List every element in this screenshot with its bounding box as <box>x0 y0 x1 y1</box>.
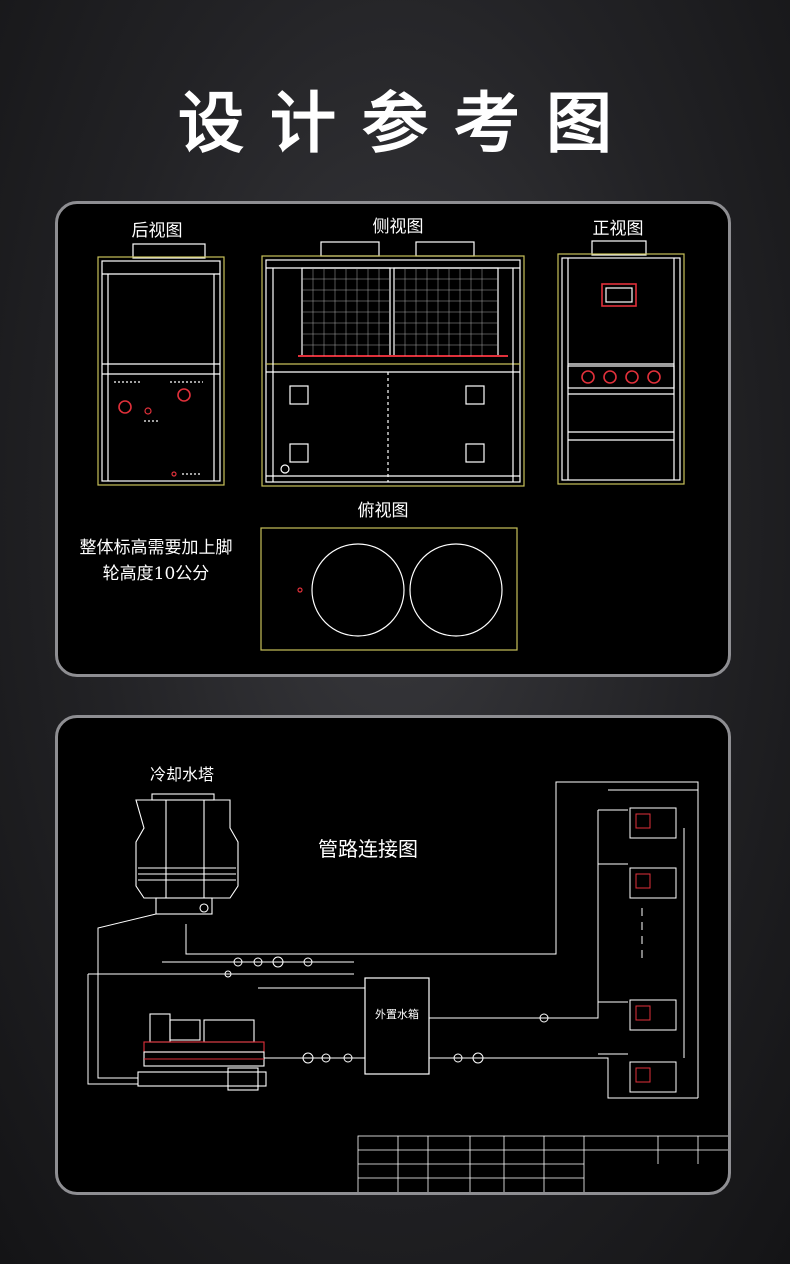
note-line1: 整体标高需要加上脚 <box>80 538 233 558</box>
fan-coil-units <box>629 807 677 1093</box>
rear-view-label: 后视图 <box>132 221 183 241</box>
front-view-drawing <box>557 240 685 485</box>
diagram-title: 管路连接图 <box>318 837 418 861</box>
piping-canvas: 冷却水塔 管路连接图 外置水箱 <box>87 765 728 1192</box>
top-view-drawing <box>260 527 518 651</box>
chiller-unit-drawing <box>137 1013 267 1091</box>
drawings-panel: 后视图 侧视图 正视图 俯视图 整体标高需要加上脚 轮高度10公分 <box>55 201 731 677</box>
side-view-grille <box>302 268 498 356</box>
external-tank-drawing <box>364 977 430 1075</box>
side-view-label: 侧视图 <box>373 217 424 237</box>
piping-panel: 冷却水塔 管路连接图 外置水箱 <box>55 715 731 1195</box>
page-title: 设计参考图 <box>178 85 638 162</box>
top-view-label: 俯视图 <box>358 501 409 521</box>
external-tank-label: 外置水箱 <box>375 1007 419 1021</box>
cooling-tower-label: 冷却水塔 <box>150 765 214 784</box>
front-view-label: 正视图 <box>593 219 644 239</box>
rear-view-drawing <box>97 243 225 486</box>
pipe-valves <box>224 956 549 1064</box>
title-block <box>357 1135 728 1192</box>
pipe-network <box>87 781 699 1099</box>
side-view-drawing <box>261 241 525 487</box>
drawings-canvas: 后视图 侧视图 正视图 俯视图 整体标高需要加上脚 轮高度10公分 <box>80 217 685 651</box>
note-line2: 轮高度10公分 <box>103 564 210 584</box>
cooling-tower-drawing <box>135 793 239 915</box>
